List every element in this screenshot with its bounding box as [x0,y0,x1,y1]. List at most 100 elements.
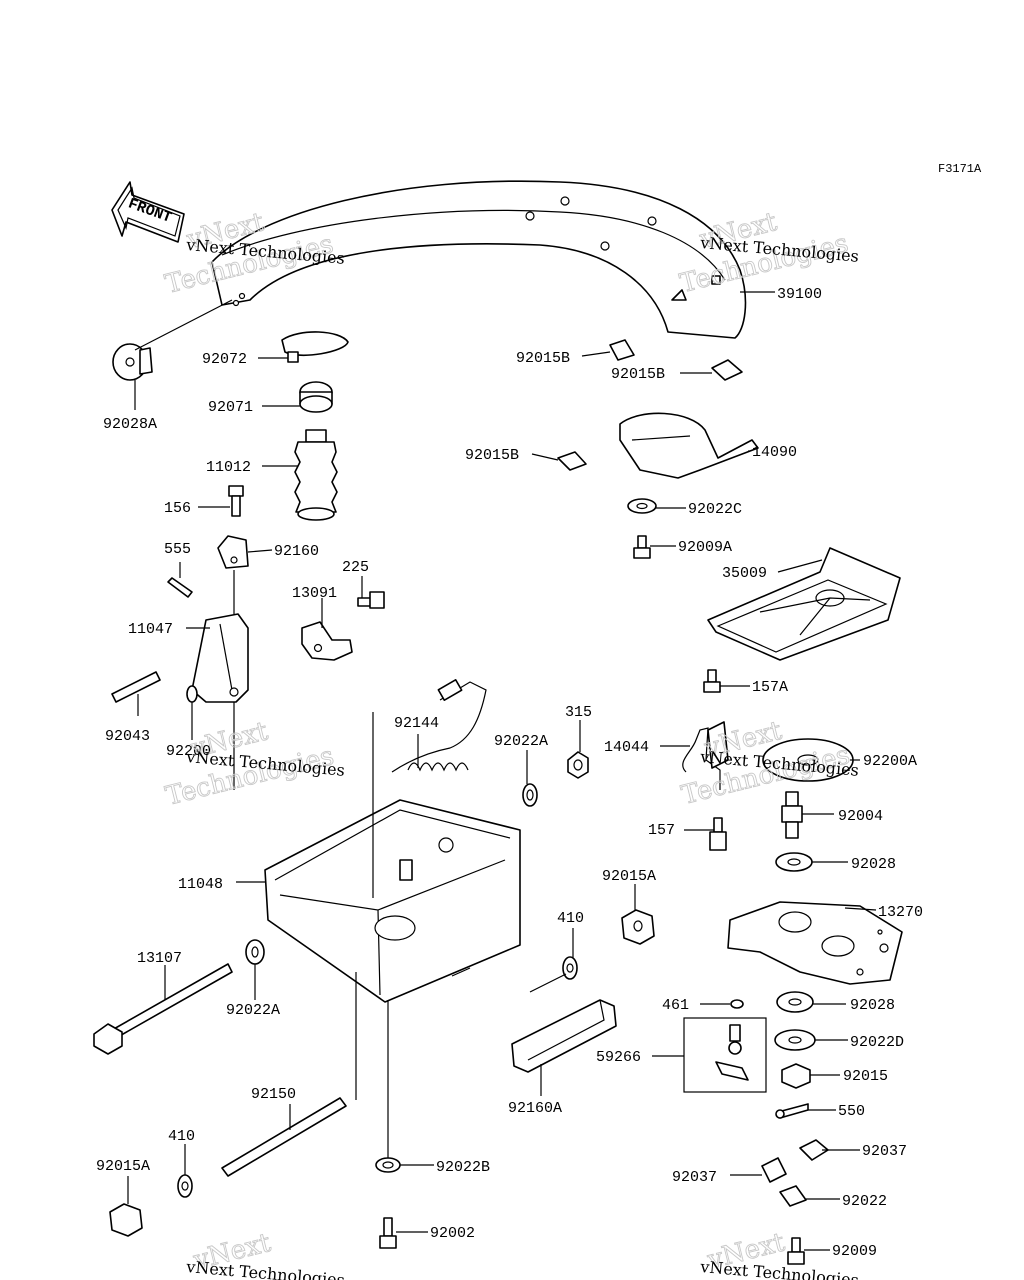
part-11047 [191,613,249,703]
part-label: 92037 [672,1169,717,1186]
part-label: 35009 [722,565,767,582]
part-92037-clips [761,1139,829,1183]
part-label: 92009A [678,539,732,556]
part-92160A [511,999,617,1073]
part-92009A [633,535,651,559]
part-label: 92028 [851,856,896,873]
part-92022B [375,1157,401,1173]
part-92200 [186,685,198,703]
part-13107 [93,963,233,1055]
part-92022A-top [522,783,538,807]
part-label: 11012 [206,459,251,476]
part-label: 410 [168,1128,195,1145]
part-315 [567,751,589,779]
part-92022D [774,1029,816,1051]
part-410-right [562,956,578,980]
part-label: 92160A [508,1100,562,1117]
part-label: 92022B [436,1159,490,1176]
part-label: 92028 [850,997,895,1014]
part-label: 92015B [465,447,519,464]
front-arrow: FRONT [111,181,185,243]
part-92043 [111,671,161,703]
part-label: 92043 [105,728,150,745]
part-92002 [379,1217,397,1249]
part-label: 92015A [96,1158,150,1175]
leader-lines [127,291,877,1251]
part-label: 14090 [752,444,797,461]
part-label: 92072 [202,351,247,368]
part-label: 92015 [843,1068,888,1085]
part-156 [228,485,244,517]
part-35009 [707,547,901,661]
part-410-left [177,1174,193,1198]
part-label: 92150 [251,1086,296,1103]
part-label: 157A [752,679,788,696]
part-14090 [619,412,759,479]
part-label: 410 [557,910,584,927]
part-label: 92160 [274,543,319,560]
part-label: 92200 [166,743,211,760]
part-label: 92015A [602,868,656,885]
part-555 [167,577,193,598]
part-11048 [264,799,521,1003]
part-14044 [682,721,729,790]
part-label: 157 [648,822,675,839]
part-label: 13091 [292,585,337,602]
part-92072 [281,331,349,363]
part-label: 92022 [842,1193,887,1210]
part-157A [703,669,721,693]
part-label: 92028A [103,416,157,433]
part-label: 13270 [878,904,923,921]
part-225 [357,591,385,609]
part-label: 550 [838,1103,865,1120]
part-label: 315 [565,704,592,721]
part-92150 [221,1097,347,1177]
part-label: 92015B [516,350,570,367]
part-label: 11047 [128,621,173,638]
part-92022A-lower [245,939,265,965]
part-label: 225 [342,559,369,576]
part-label: 92015B [611,366,665,383]
figure-id: F3171A [938,162,982,176]
part-92015A-right [621,909,655,945]
part-13091 [301,621,353,661]
part-label: 92022A [494,733,548,750]
part-92022C [627,498,657,514]
part-label: 92022D [850,1034,904,1051]
part-11012 [294,429,338,521]
part-label: 555 [164,541,191,558]
part-13270 [727,901,903,985]
part-label: 156 [164,500,191,517]
part-92028-lower [776,991,814,1013]
part-461 [730,999,744,1009]
part-92015 [781,1063,811,1089]
part-label: 92009 [832,1243,877,1260]
fender-39100 [211,180,747,339]
part-92015B-clips [557,339,743,471]
part-label: 13107 [137,950,182,967]
part-92160 [217,535,249,569]
part-labels: 39100 92028A 92072 92071 92015B 92015B 9… [96,286,923,1260]
part-label: 59266 [596,1049,641,1066]
part-label: 92037 [862,1143,907,1160]
part-label: 39100 [777,286,822,303]
watermark-caption: vNext Technologies [185,1257,346,1280]
part-92144 [391,679,487,773]
part-59266 [683,1017,767,1093]
part-label: 92071 [208,399,253,416]
part-157 [709,817,727,851]
part-550 [775,1103,809,1119]
part-label: 11048 [178,876,223,893]
part-label: 92022A [226,1002,280,1019]
part-label: 92144 [394,715,439,732]
part-92004 [781,791,803,839]
part-92028-top [775,852,813,872]
watermark-caption: vNext Technologies [699,1257,860,1280]
part-92071 [299,381,333,413]
part-92009 [787,1237,805,1265]
part-label: 14044 [604,739,649,756]
part-92028A [112,343,153,381]
part-label: 92004 [838,808,883,825]
part-92022 [779,1185,807,1207]
